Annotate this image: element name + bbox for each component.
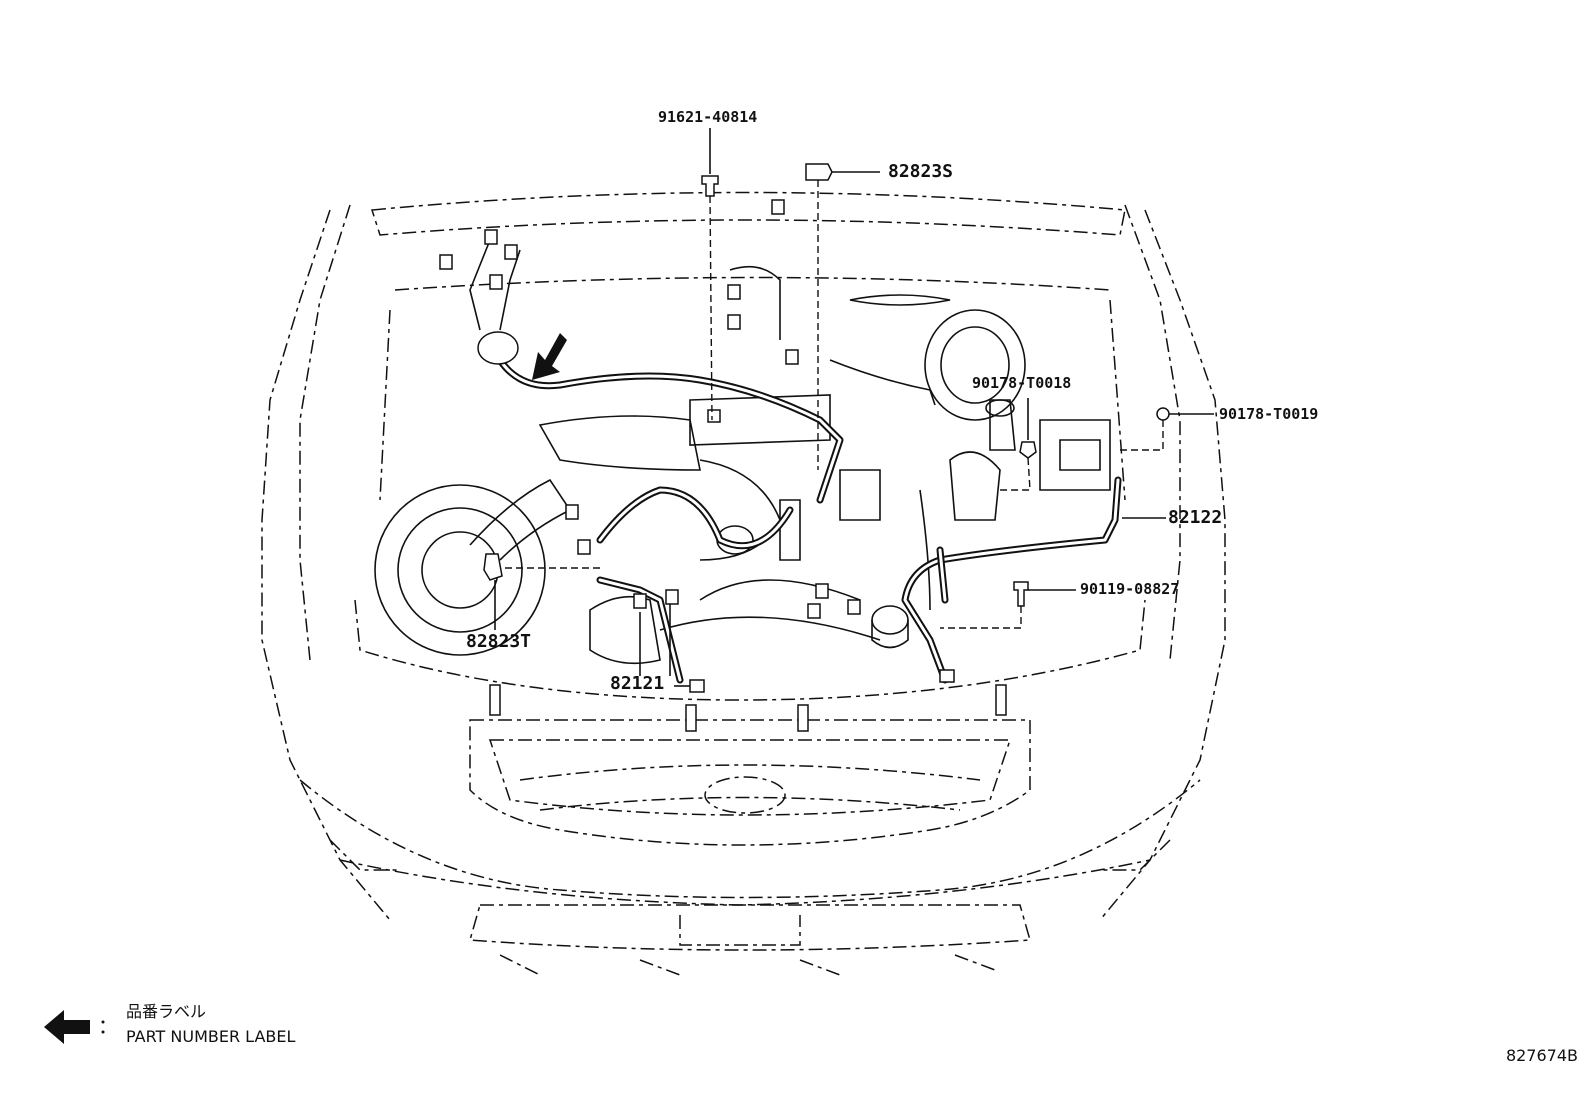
part-label-82823t: 82823T bbox=[466, 631, 532, 652]
part-label-90178-t0019: 90178-T0019 bbox=[1219, 405, 1319, 423]
legend-label-en: PART NUMBER LABEL bbox=[126, 1027, 296, 1046]
part-label-82823s: 82823S bbox=[888, 161, 954, 182]
part-label-90178-t0018: 90178-T0018 bbox=[972, 374, 1072, 392]
part-label-82122: 82122 bbox=[1168, 507, 1223, 528]
fasteners bbox=[483, 163, 1170, 607]
part-label-90119-08827: 90119-08827 bbox=[1080, 580, 1180, 598]
vehicle-body-outline bbox=[261, 191, 1226, 976]
part-label-91621-40814: 91621-40814 bbox=[658, 108, 758, 126]
wire-harness-82122 bbox=[901, 476, 1122, 684]
diagram-id: 827674B bbox=[1505, 1046, 1578, 1065]
engine-components bbox=[374, 265, 1111, 665]
leader-lines bbox=[494, 128, 1214, 687]
part-number-label-arrow-icon bbox=[532, 333, 567, 380]
legend-label-jp: 品番ラベル bbox=[126, 1002, 207, 1021]
arrow-left-icon bbox=[44, 1010, 105, 1044]
grommet bbox=[439, 229, 521, 365]
part-label-82121: 82121 bbox=[610, 673, 665, 694]
connectors bbox=[489, 199, 1007, 732]
